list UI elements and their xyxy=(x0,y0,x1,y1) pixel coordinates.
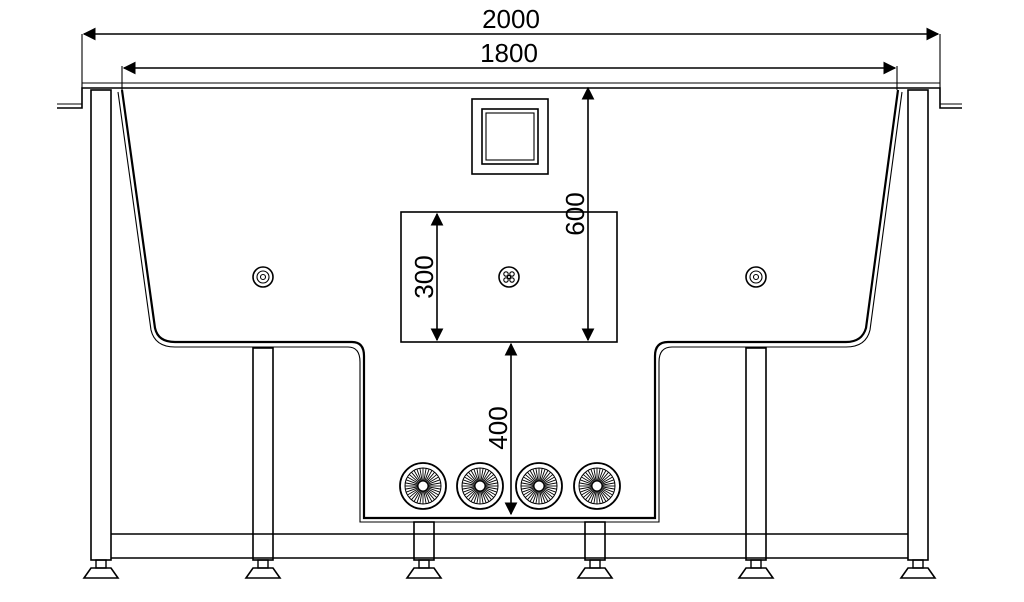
support-leg xyxy=(737,347,775,579)
dimension-footwell-depth: 400 xyxy=(483,342,518,516)
dimension-label-2000: 2000 xyxy=(482,4,540,34)
jet-right-icon xyxy=(745,266,767,288)
dimension-label-600: 600 xyxy=(560,192,590,235)
dimension-inner-width: 1800 xyxy=(121,38,898,90)
frame-left-post xyxy=(90,89,112,561)
support-leg xyxy=(82,559,120,579)
tub-shell xyxy=(117,89,903,523)
base-frame xyxy=(111,533,908,559)
footwell-jets xyxy=(399,462,621,510)
square-control-panel xyxy=(471,98,549,175)
support-leg xyxy=(244,347,282,579)
jet-left-icon xyxy=(252,266,274,288)
dimension-label-300: 300 xyxy=(409,255,439,298)
seat-block xyxy=(400,211,618,343)
support-legs xyxy=(82,347,937,579)
footwell-jet-icon xyxy=(573,462,621,510)
footwell-jet-icon xyxy=(399,462,447,510)
footwell-jet-icon xyxy=(456,462,504,510)
jet-center-icon xyxy=(498,266,520,288)
footwell-jet-icon xyxy=(515,462,563,510)
dimension-tub-depth: 600 xyxy=(560,86,595,342)
support-leg xyxy=(899,559,937,579)
support-leg xyxy=(405,521,443,579)
dimension-label-1800: 1800 xyxy=(480,38,538,68)
dimension-seat-height: 300 xyxy=(409,212,444,342)
tub-rim xyxy=(57,82,962,109)
dimension-label-400: 400 xyxy=(483,406,513,449)
support-leg xyxy=(576,521,614,579)
frame-right-post xyxy=(907,89,929,561)
dimension-overall-width: 2000 xyxy=(81,4,941,88)
